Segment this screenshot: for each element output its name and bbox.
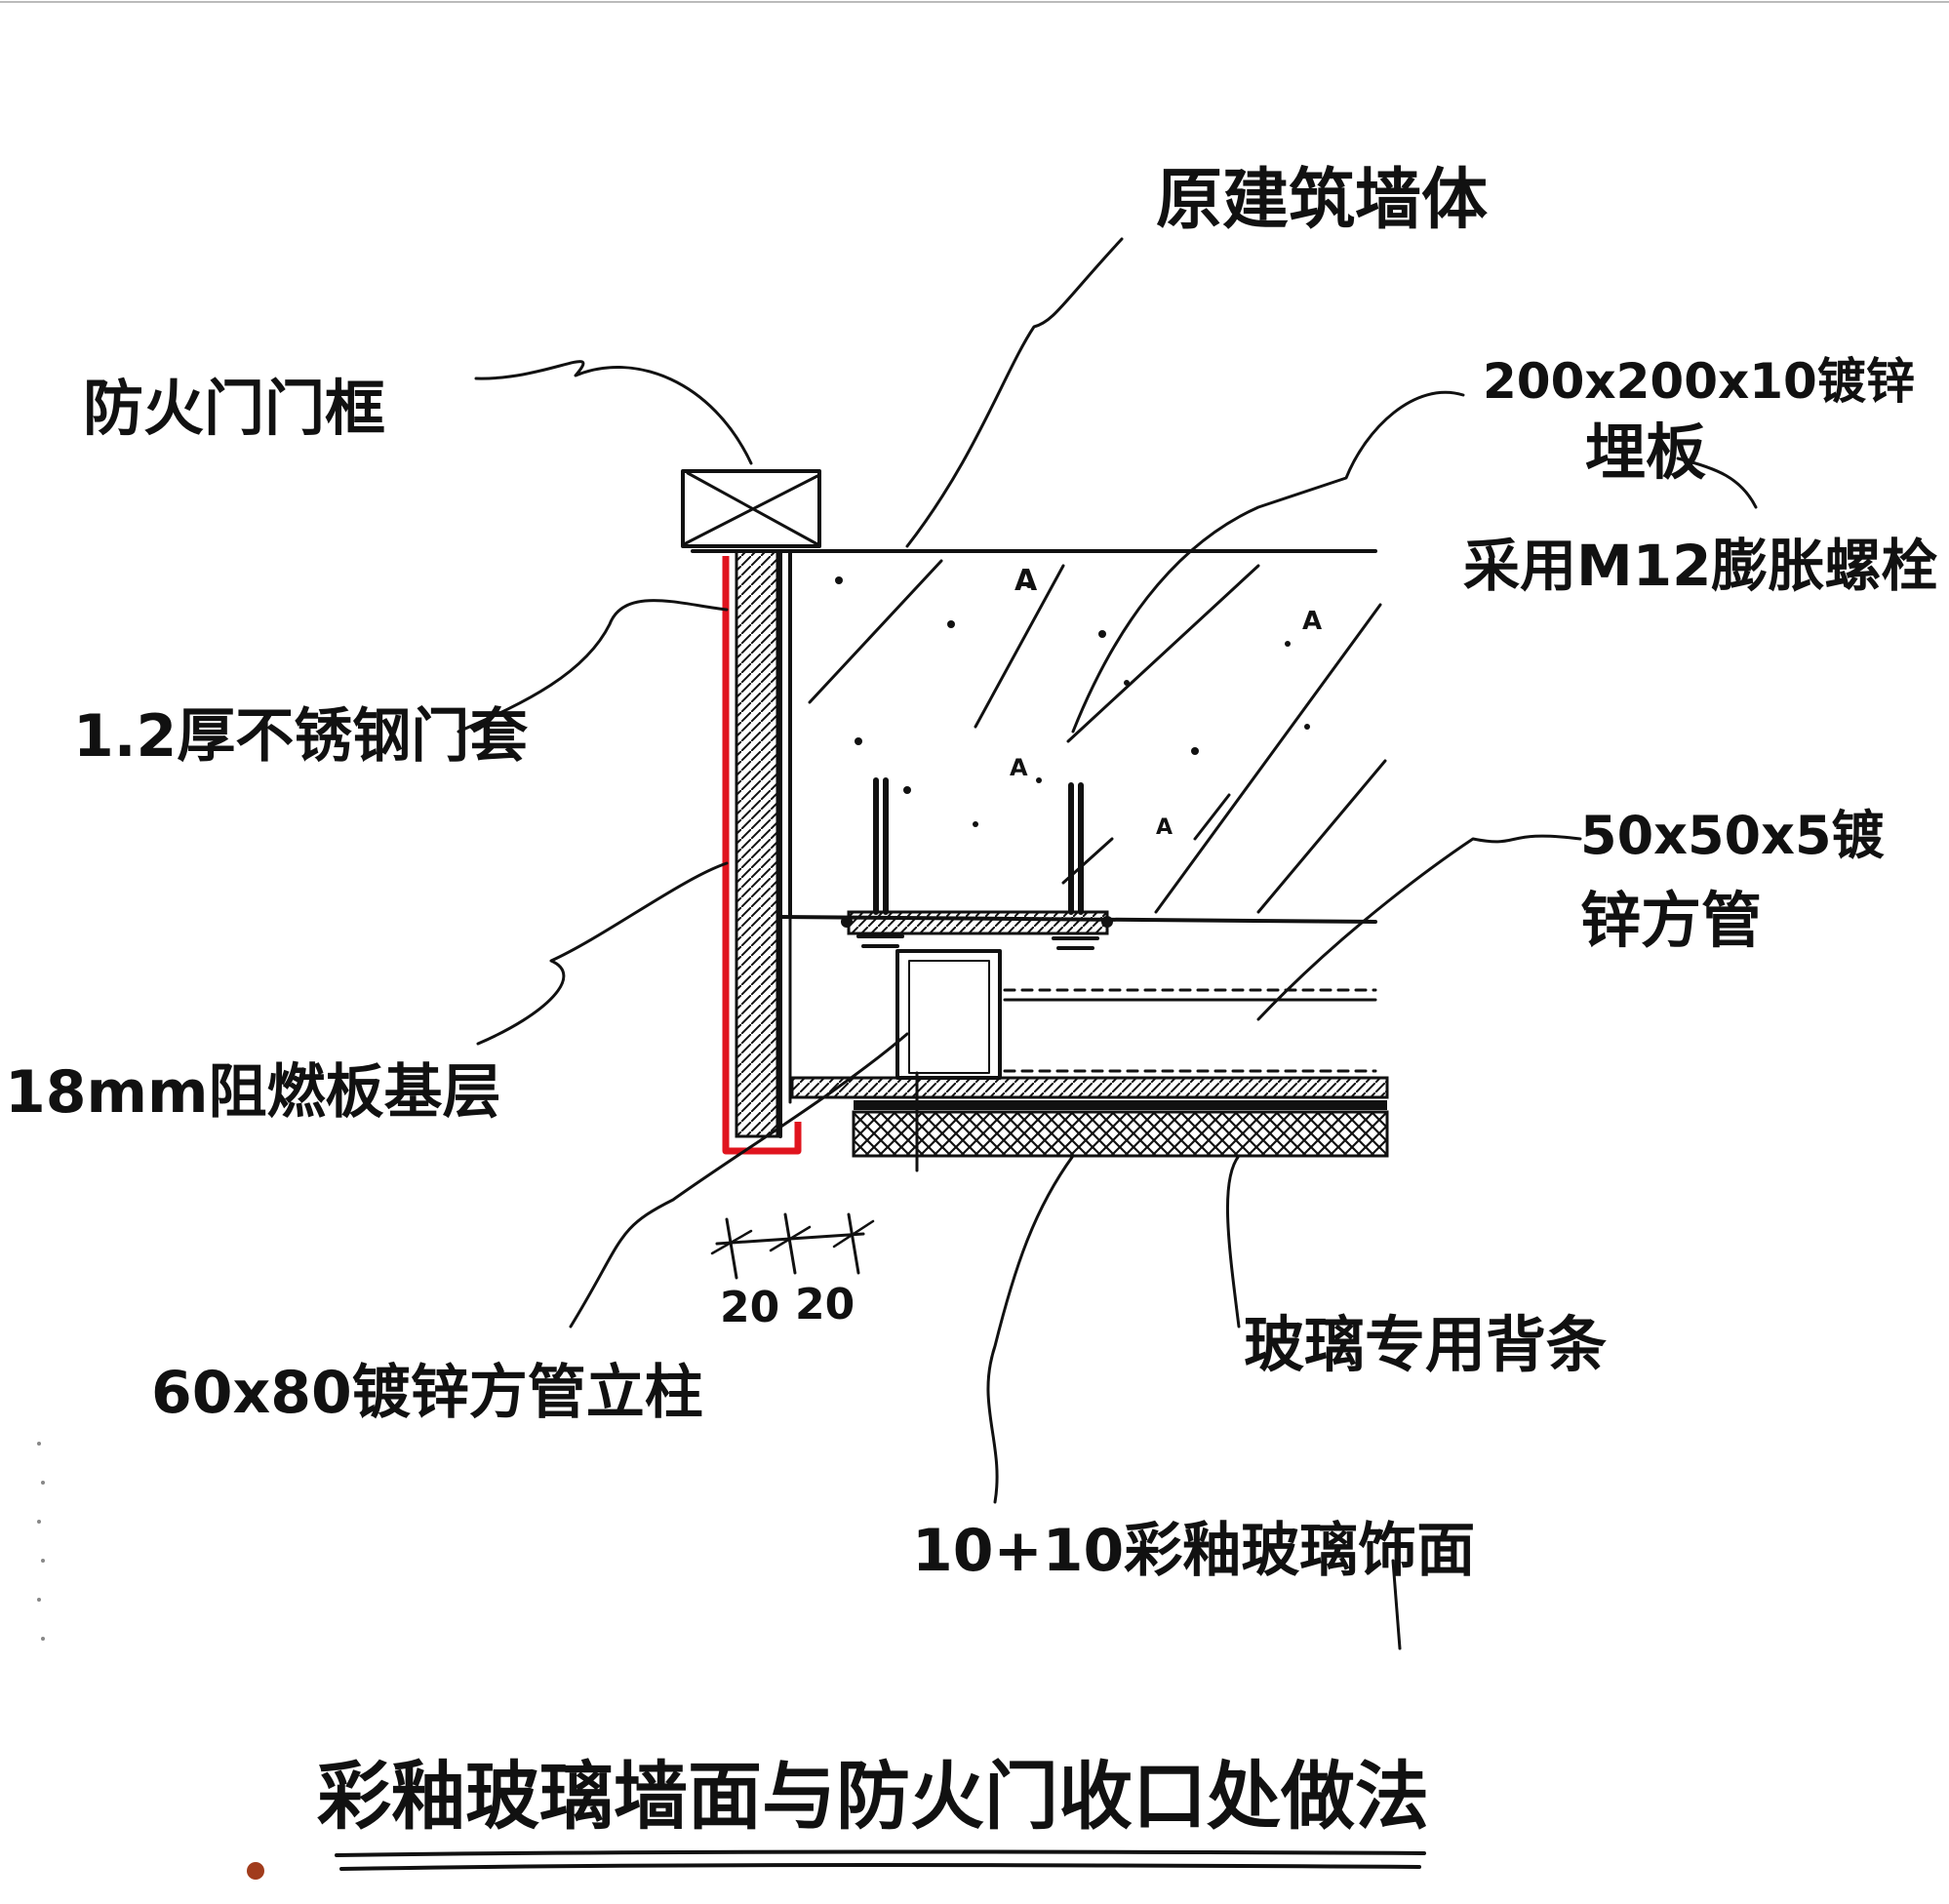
svg-text:A: A [1302,607,1322,636]
label-expansion-bolt: 采用M12膨胀螺栓 [1463,533,1937,599]
ink-spot [247,1862,264,1880]
dimension-left: 20 [720,1283,779,1332]
binding-dots [37,1442,45,1641]
label-square-tube-2: 锌方管 [1580,885,1762,956]
label-embedded-plate-2: 埋板 [1585,416,1706,488]
label-column: 60x80镀锌方管立柱 [151,1359,703,1427]
label-glass-backing: 玻璃专用背条 [1244,1309,1607,1380]
stainless-steel-door-cover [722,556,802,1155]
fire-board-layer [735,549,792,1138]
label-original-wall: 原建筑墙体 [1156,162,1488,239]
glass-finish-layers [790,1071,1389,1172]
svg-text:A: A [1014,564,1038,598]
original-wall-body: A A A A [691,549,1387,924]
svg-text:A: A [1010,754,1028,781]
svg-text:A: A [1156,815,1173,840]
label-fire-door-frame: 防火门门框 [83,373,385,444]
square-tube-band [1003,988,1377,1073]
title-underline [335,1849,1426,1871]
concrete-aggregate [835,576,1310,827]
dimension-right: 20 [795,1280,855,1329]
leader-lines [457,237,1758,1650]
label-fire-board: 18mm阻燃板基层 [5,1058,501,1127]
dimension-line [710,1212,875,1280]
label-square-tube-1: 50x50x5镀 [1580,805,1886,866]
drawing-title: 彩釉玻璃墙面与防火门收口处做法 [317,1753,1429,1840]
label-glass-finish: 10+10彩釉玻璃饰面 [912,1517,1475,1585]
fire-door-frame [681,469,821,548]
label-steel-door-cover: 1.2厚不锈钢门套 [73,702,528,771]
galvanized-column [895,949,1002,1080]
label-embedded-plate-1: 200x200x10镀锌 [1483,353,1915,410]
embedded-plate [841,777,1113,950]
